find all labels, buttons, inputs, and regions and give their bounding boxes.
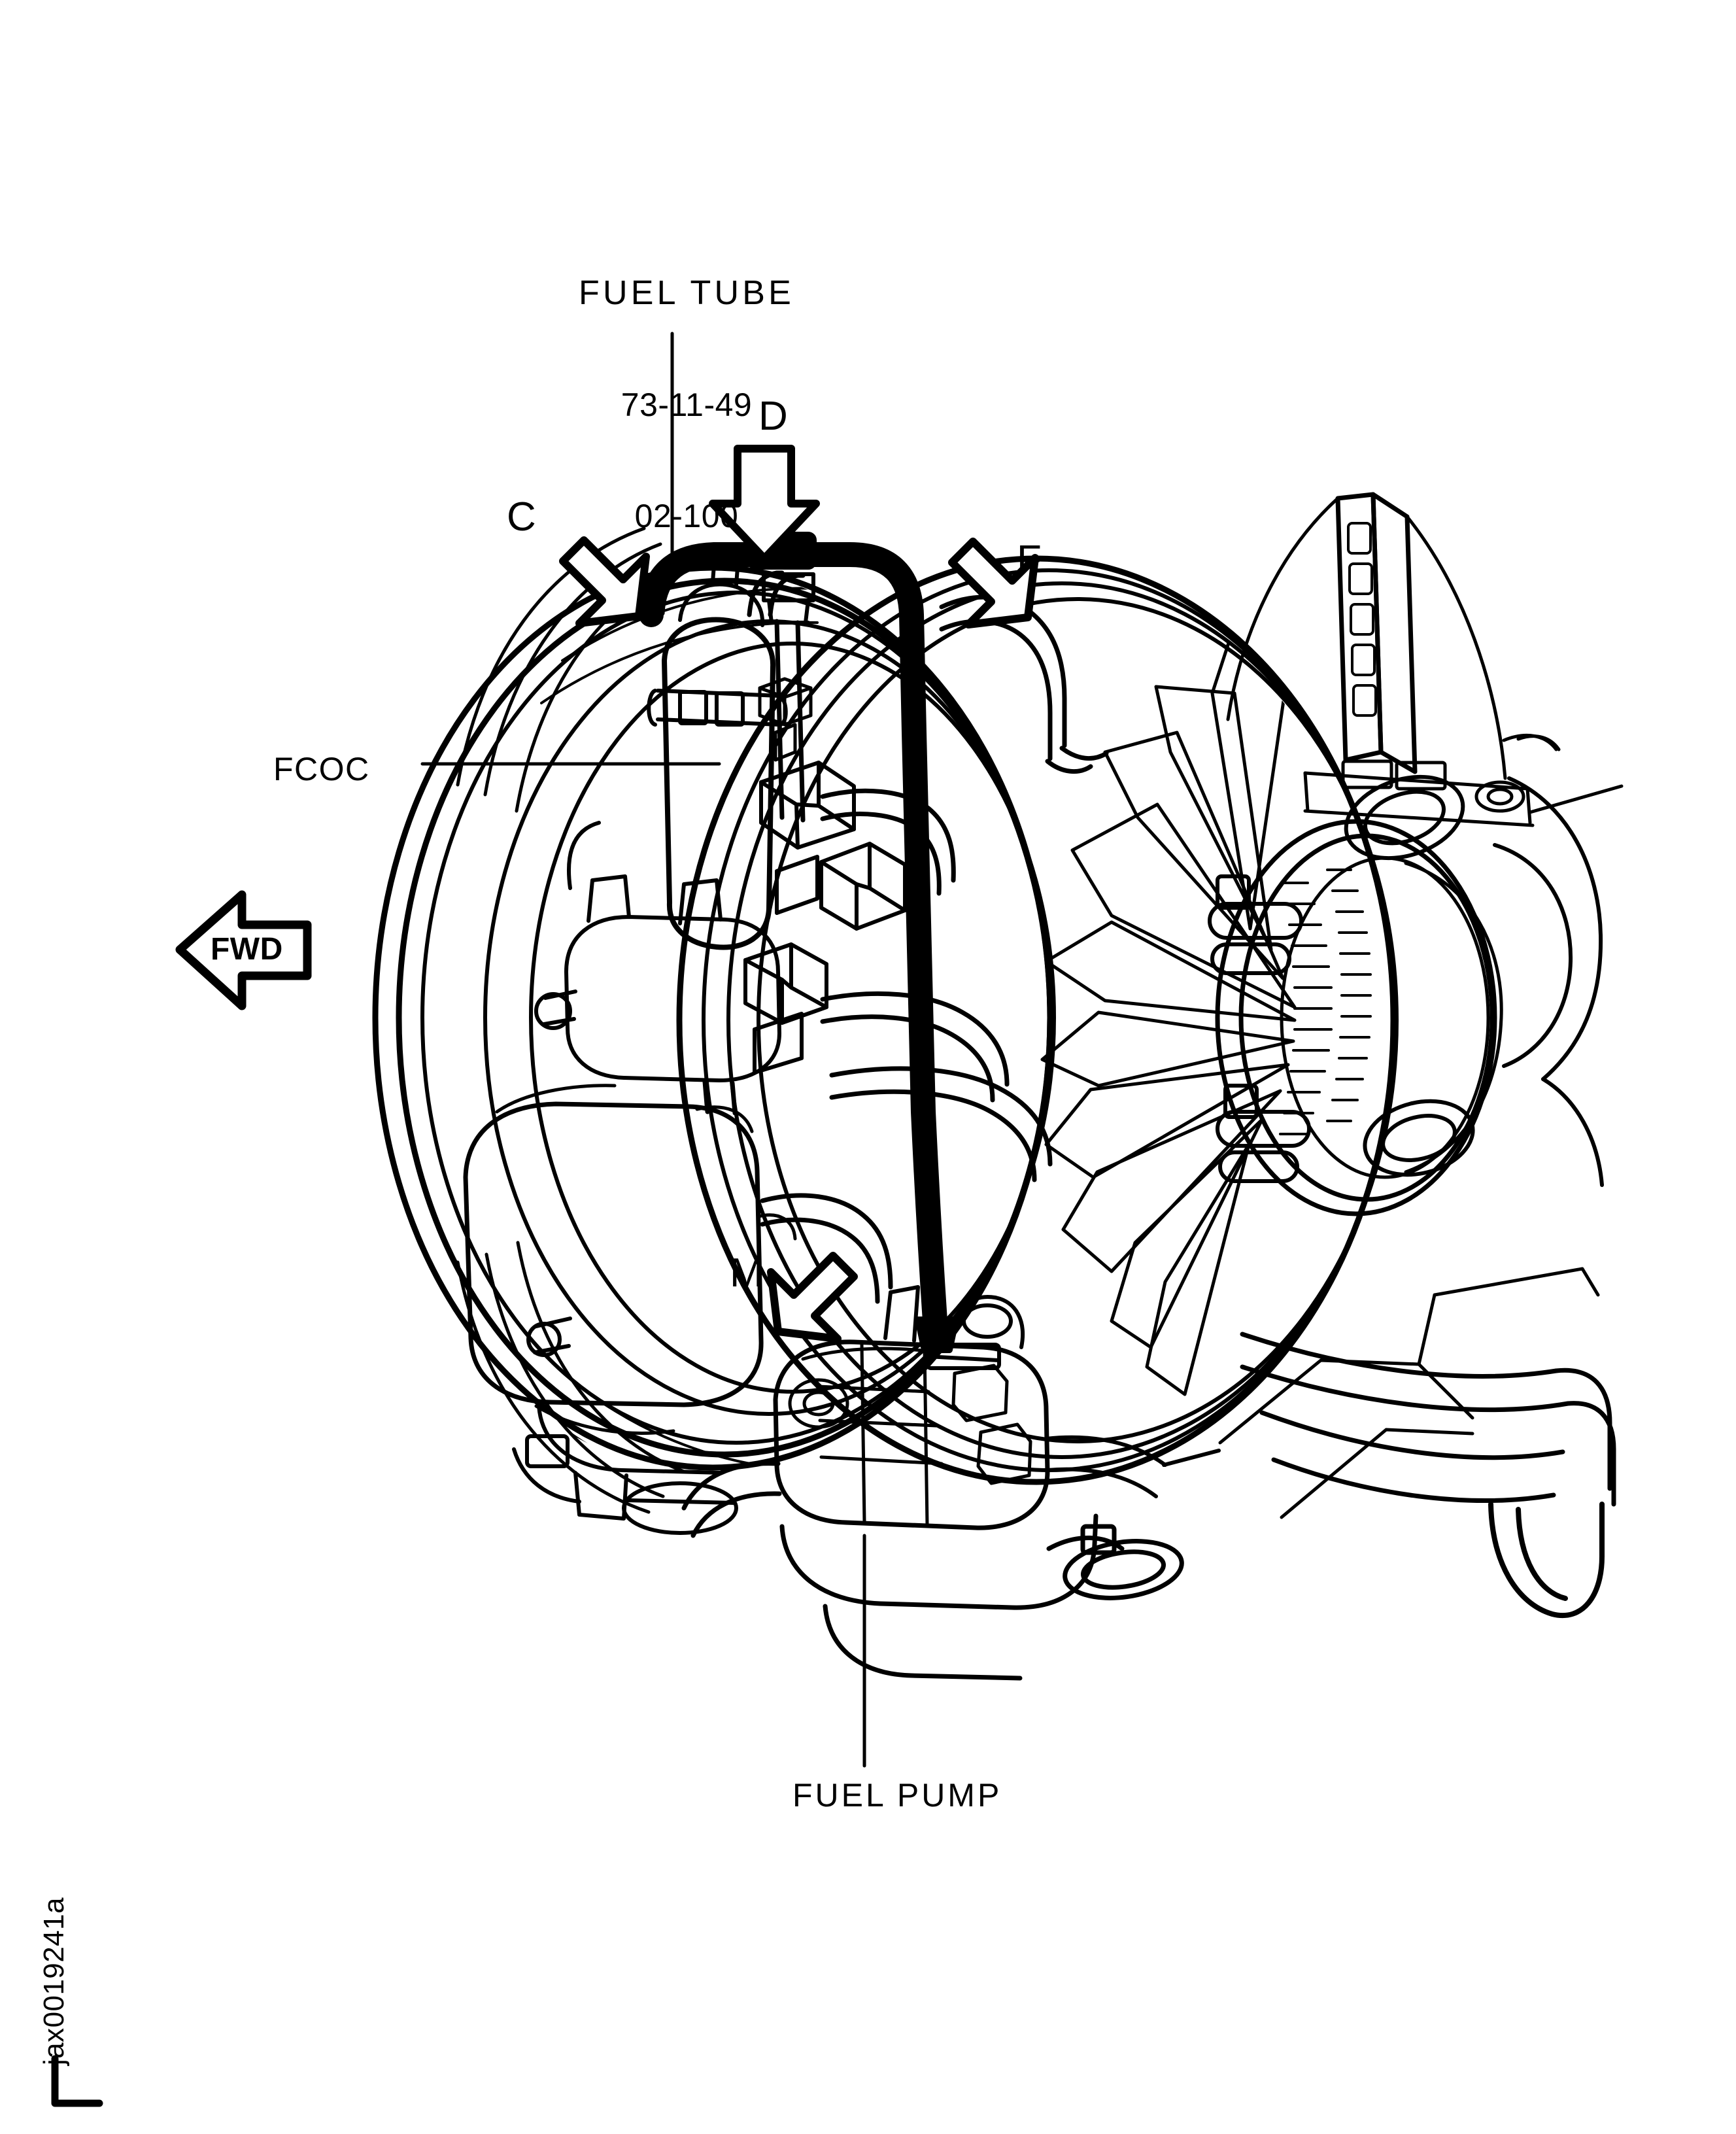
fan-blades: [1040, 639, 1297, 1396]
callout-arrow-d: [709, 445, 820, 562]
label-fcoc: FCOC: [273, 751, 370, 787]
fuel-tube-main: [639, 542, 947, 1334]
fuel-pump-detail: [788, 1343, 1032, 1527]
oil-tank: [463, 1101, 764, 1407]
callout-arrow-c: [559, 536, 650, 627]
engine-core-hub: [1215, 819, 1497, 1216]
fuel-pump-right-tubes: [1044, 1435, 1221, 1498]
oil-tank-upper-bracket: [564, 874, 781, 1082]
title-line-3: 02-100: [634, 498, 739, 534]
fuel-pump-top-fittings: [883, 1285, 1025, 1370]
callout-arrow-f: [948, 538, 1039, 628]
fuel-pump-left-tube: [681, 1461, 782, 1538]
fuel-tube-tee-fitting: [762, 572, 815, 625]
oil-tank-tubes: [702, 1079, 893, 1304]
fcoc-manifold-blocks: [743, 761, 907, 1075]
corner-registration-mark: [51, 2055, 103, 2107]
leader-lines: [420, 332, 866, 1768]
title-line-2: 73-11-49: [621, 387, 753, 423]
hub-hatch-band: [1279, 869, 1372, 1135]
callout-letter-c: C: [507, 494, 537, 540]
right-lower-panel: [1218, 1267, 1600, 1519]
fuel-tube-end-fitting: [915, 1317, 959, 1353]
fwd-arrow-label: FWD: [211, 932, 283, 967]
figure-title-block: FUEL TUBE 73-11-49 02-100: [0, 208, 1373, 600]
pylon-bracket: [1335, 492, 1418, 774]
pylon-bracket-slots: [1347, 522, 1377, 717]
pylon-support-struts: [1226, 496, 1624, 827]
callout-letter-m: M: [730, 1250, 764, 1296]
callout-letter-f: F: [1017, 538, 1043, 583]
label-fuel-pump: FUEL PUMP: [792, 1777, 1002, 1814]
figure-id: jax0019241a: [38, 1897, 70, 2065]
fcoc-cylinder: [662, 617, 776, 950]
right-drain-scoop: [1488, 1502, 1605, 1618]
fcoc-hex-fittings: [758, 677, 813, 762]
fan-case-inner-rings: [702, 568, 1399, 1472]
fuel-pump-lower-housing: [779, 1513, 1184, 1681]
left-accessory-struts: [512, 821, 601, 1504]
title-line-1: FUEL TUBE: [579, 274, 794, 312]
callout-letter-d: D: [758, 394, 789, 439]
core-bolt-pads: [1208, 874, 1311, 1183]
callout-arrow-m: [767, 1252, 858, 1343]
fwd-arrow: [175, 890, 312, 1010]
right-nacelle-skin: [1493, 776, 1604, 1187]
right-tube-bundle: [1240, 1332, 1616, 1507]
